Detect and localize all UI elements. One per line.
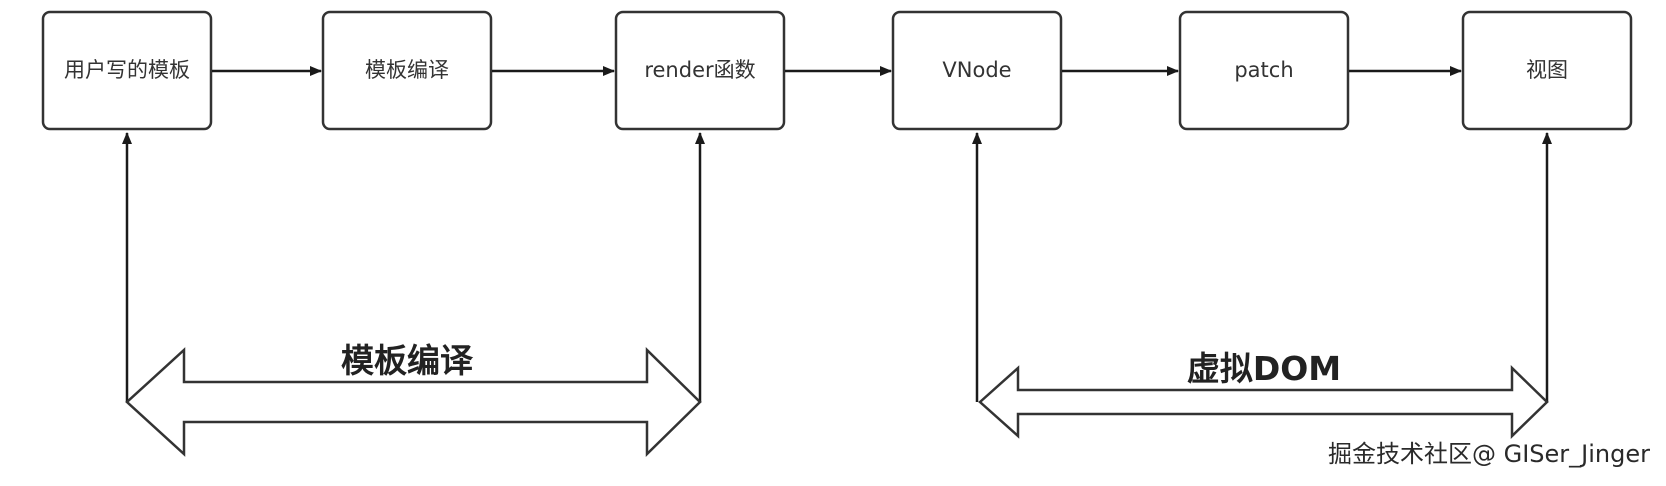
range-label-virtual-dom: 虚拟DOM	[1187, 349, 1341, 388]
node-render-function: render函数	[614, 10, 786, 131]
node-template-compile: 模板编译	[321, 10, 493, 131]
watermark-text: 掘金技术社区@ GISer_Jinger	[1328, 440, 1650, 468]
node-vnode: VNode	[891, 10, 1063, 131]
node-label: patch	[1234, 58, 1293, 82]
double-arrow-virtual-dom	[978, 365, 1549, 439]
double-arrow-template-compile	[125, 347, 702, 457]
node-label: 用户写的模板	[64, 58, 190, 82]
range-label-template-compile: 模板编译	[341, 341, 474, 380]
node-user-template: 用户写的模板	[41, 10, 213, 131]
node-label: 模板编译	[365, 58, 449, 82]
node-label: render函数	[644, 58, 755, 82]
node-label: VNode	[942, 58, 1011, 82]
node-patch: patch	[1178, 10, 1350, 131]
node-view: 视图	[1461, 10, 1633, 131]
node-label: 视图	[1526, 58, 1568, 82]
